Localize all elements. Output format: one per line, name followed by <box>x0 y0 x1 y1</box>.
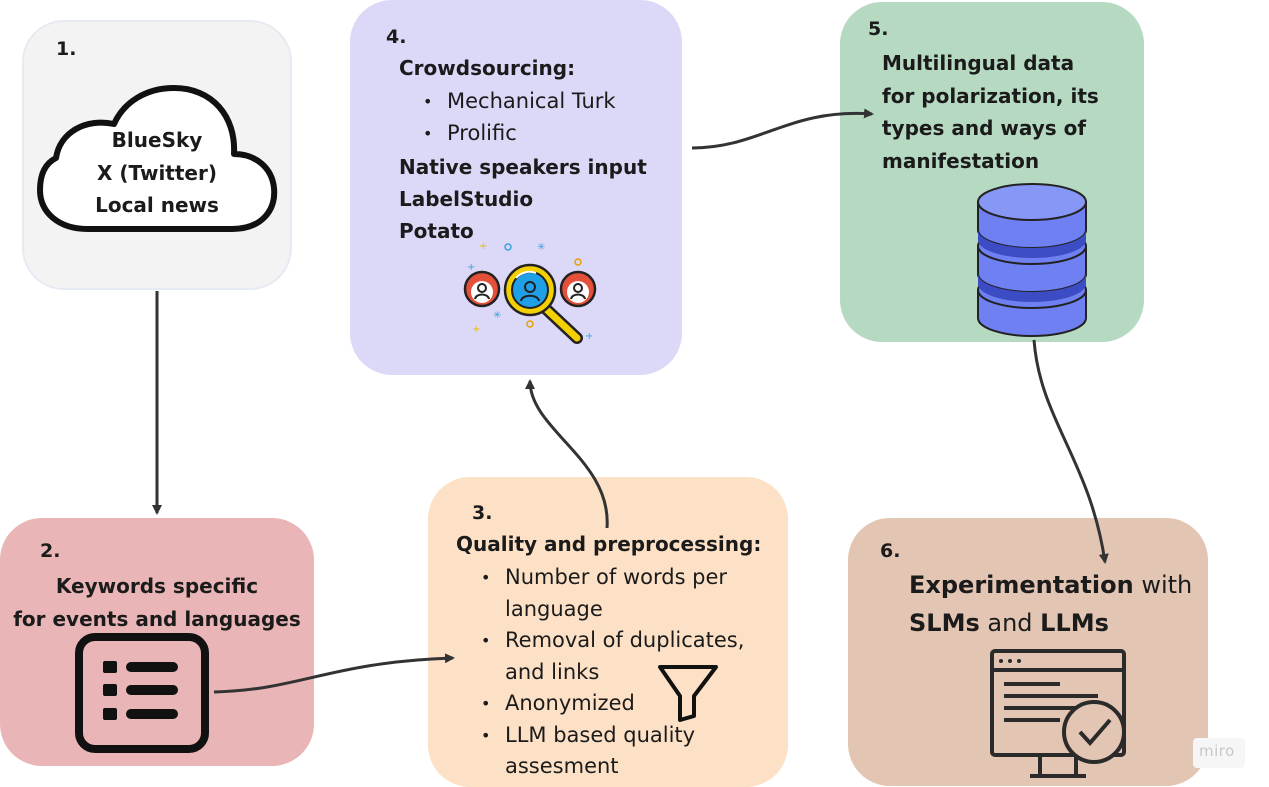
step-4-platforms: •Mechanical Turk •Prolific <box>420 86 616 149</box>
step-3-number: 3. <box>472 502 493 524</box>
miro-watermark: miro <box>1193 738 1245 768</box>
source-local-news: Local news <box>95 193 219 217</box>
step-3-item-list: •Number of words per language •Removal o… <box>478 562 744 783</box>
step-5-number: 5. <box>868 18 889 40</box>
list-icon <box>75 633 209 753</box>
svg-text:✳: ✳ <box>493 310 501 321</box>
step-3-item: •Removal of duplicates, <box>481 628 745 652</box>
step-3-title: Quality and preprocessing: <box>456 532 762 556</box>
step-3-item-cont: language <box>505 596 603 621</box>
step-3-item-cont: and links <box>505 659 600 684</box>
platform-item: •Prolific <box>423 120 517 145</box>
crowd-search-icon: + ✳ + ✳ + + <box>463 241 597 344</box>
step-4-crowdsourcing-box <box>350 0 682 375</box>
database-icon <box>977 183 1087 337</box>
step-3-quality-box <box>428 477 788 787</box>
cloud-icon <box>37 85 278 232</box>
arrow-4-to-5 <box>691 108 874 150</box>
source-bluesky: BlueSky <box>111 128 203 152</box>
step-2-number: 2. <box>40 540 61 562</box>
source-twitter: X (Twitter) <box>97 160 217 185</box>
platform-item: •Mechanical Turk <box>423 89 616 113</box>
step-3-item: •Anonymized <box>481 691 635 715</box>
step-3-item: •Number of words per <box>481 565 728 589</box>
step-4-title: Crowdsourcing: <box>399 56 576 80</box>
funnel-icon <box>658 665 718 722</box>
svg-text:+: + <box>585 331 593 342</box>
step-4-extras: Native speakers input LabelStudio Potato <box>399 155 647 243</box>
step-2-title: Keywords specific for events and languag… <box>13 574 301 631</box>
svg-text:✳: ✳ <box>537 242 545 253</box>
step-6-title: Experimentation with SLMs and LLMs <box>909 571 1193 637</box>
arrow-2-to-3 <box>213 653 455 694</box>
monitor-check-icon <box>990 649 1126 778</box>
arrow-5-to-6 <box>1032 339 1109 564</box>
step-6-number: 6. <box>880 540 901 562</box>
step-4-number: 4. <box>386 26 407 48</box>
arrow-3-to-4 <box>525 379 609 529</box>
svg-text:+: + <box>479 241 487 252</box>
svg-text:+: + <box>467 262 475 273</box>
step-1-sources: BlueSky X (Twitter) Local news <box>82 124 232 222</box>
svg-text:+: + <box>472 324 480 335</box>
step-5-description: Multilingual data for polarization, its … <box>882 51 1099 173</box>
step-3-item-cont: assesment <box>505 754 619 778</box>
step-1-number: 1. <box>56 38 77 60</box>
step-3-item: •LLM based quality <box>481 722 696 747</box>
